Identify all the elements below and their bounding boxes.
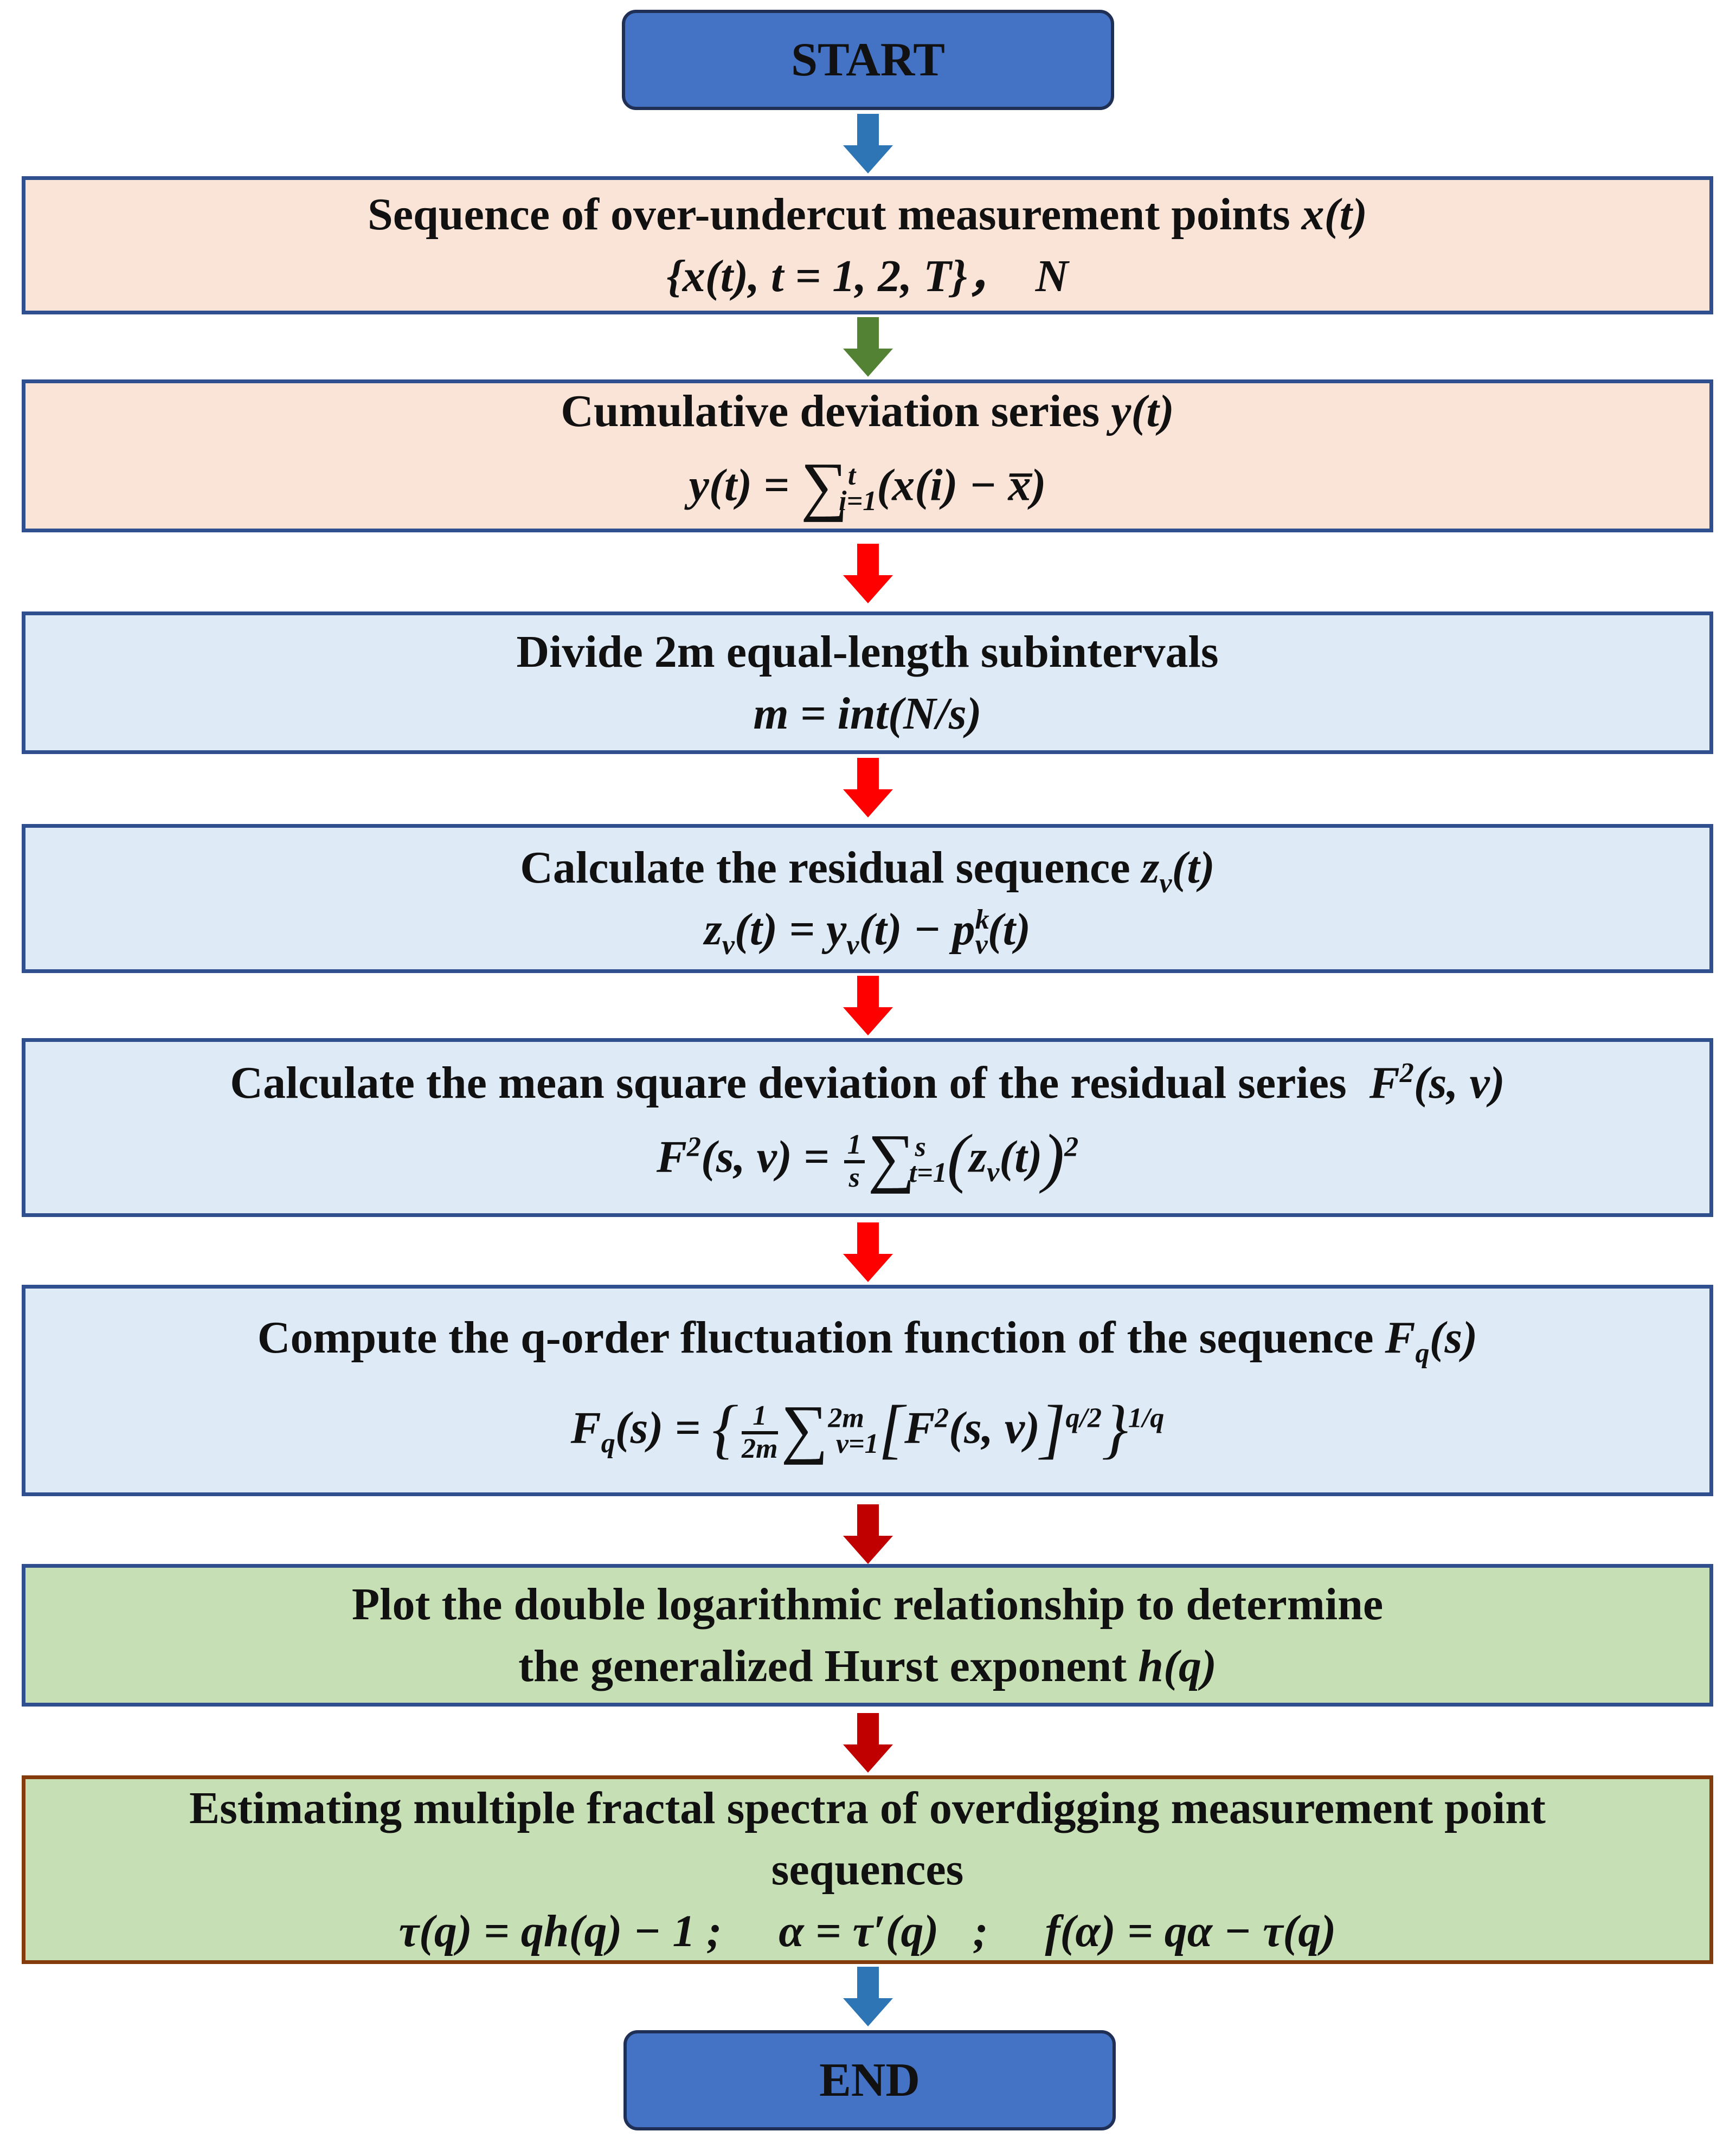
step8-formula: τ(q) = qh(q) − 1 ; α = τ′(q) ; f(α) = qα… [398,1905,1336,1956]
step7-line1: Plot the double logarithmic relationship… [351,1579,1384,1630]
step5-title: Calculate the mean square deviation of t… [230,1058,1347,1109]
step4-title-line: Calculate the residual sequence zv(t) [520,842,1215,899]
step-mean-square-deviation: Calculate the mean square deviation of t… [22,1038,1713,1217]
arrow-down-icon [843,976,893,1035]
step1-title-var: x(t) [1301,189,1367,240]
step-fluctuation-function: Compute the q-order fluctuation function… [22,1285,1713,1496]
step-hurst-exponent: Plot the double logarithmic relationship… [22,1564,1713,1707]
step-fractal-spectra: Estimating multiple fractal spectra of o… [22,1775,1713,1964]
step8-line1: Estimating multiple fractal spectra of o… [189,1782,1546,1833]
step4-title: Calculate the residual sequence [520,842,1130,893]
step-divide-subintervals: Divide 2m equal-length subintervals m = … [22,611,1713,754]
start-node: START [622,10,1114,110]
step4-formula: zv(t) = yv(t) − pkv(t) [704,904,1031,961]
step8-line2: sequences [771,1844,964,1895]
arrow-down-icon [843,1504,893,1564]
step-cumulative-deviation: Cumulative deviation series y(t) y(t) = … [22,379,1713,532]
start-label: START [791,34,945,86]
step2-title-line: Cumulative deviation series y(t) [561,386,1174,437]
arrow-down-icon [843,114,893,173]
step3-formula: m = int(N/s) [753,688,982,739]
arrow-down-icon [843,544,893,603]
step-input-sequence: Sequence of over-undercut measurement po… [22,176,1713,314]
arrow-down-icon [843,758,893,817]
step1-formula: {x(t), t = 1, 2, T}， N [666,250,1069,301]
step6-title: Compute the q-order fluctuation function… [257,1312,1374,1363]
step7-line2-wrap: the generalized Hurst exponent h(q) [518,1640,1217,1691]
step1-title-line: Sequence of over-undercut measurement po… [368,184,1367,245]
step2-title: Cumulative deviation series [561,386,1100,437]
arrow-down-icon [843,1967,893,2026]
step6-title-line: Compute the q-order fluctuation function… [257,1312,1478,1369]
step-residual-sequence: Calculate the residual sequence zv(t) zv… [22,824,1713,973]
step7-line2: the generalized Hurst exponent [518,1640,1127,1691]
arrow-down-icon [843,1222,893,1282]
step1-title: Sequence of over-undercut measurement po… [368,189,1290,240]
arrow-down-icon [843,317,893,377]
step2-formula: y(t) = ∑ti=1(x(i) − x̅) [689,449,1046,523]
step3-title: Divide 2m equal-length subintervals [516,627,1219,678]
step5-title-line: Calculate the mean square deviation of t… [230,1058,1505,1109]
end-node: END [623,2030,1116,2130]
end-label: END [819,2054,920,2107]
arrow-down-icon [843,1713,893,1773]
